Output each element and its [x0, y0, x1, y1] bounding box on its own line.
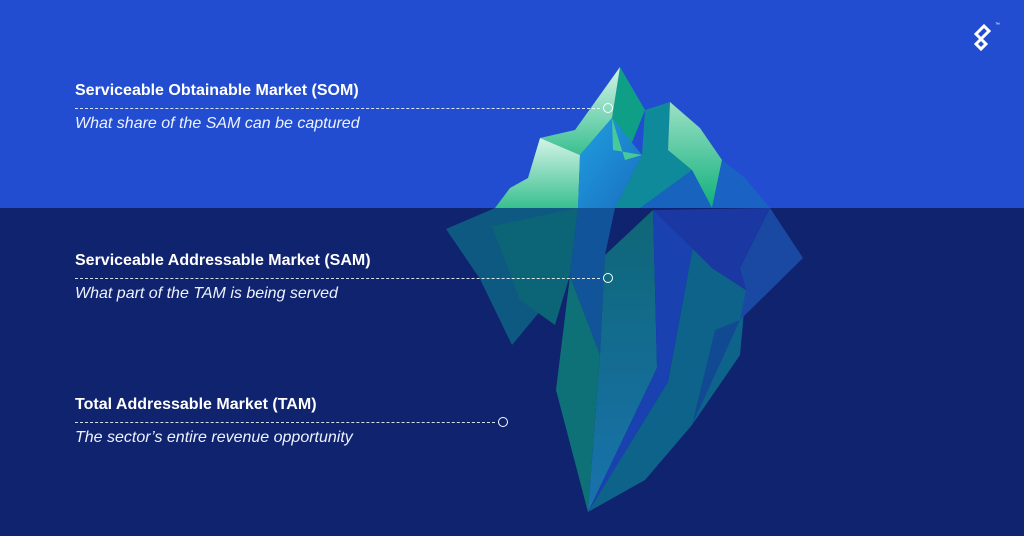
tam-title: Total Addressable Market (TAM): [75, 396, 317, 413]
som-title: Serviceable Obtainable Market (SOM): [75, 82, 359, 99]
sam-label: Serviceable Addressable Market (SAM) Wha…: [75, 252, 371, 303]
tam-marker-icon: [498, 417, 508, 427]
som-description: What share of the SAM can be captured: [75, 115, 360, 132]
som-leader-line: [75, 108, 600, 109]
sam-description: What part of the TAM is being served: [75, 285, 338, 302]
tam-description: The sector’s entire revenue opportunity: [75, 429, 353, 446]
sam-marker-icon: [603, 273, 613, 283]
sam-title: Serviceable Addressable Market (SAM): [75, 252, 371, 269]
som-marker-icon: [603, 103, 613, 113]
iceberg-tip: [495, 67, 770, 208]
sam-leader-line: [75, 278, 600, 279]
sky-background: [0, 0, 1024, 208]
tam-label: Total Addressable Market (TAM) The secto…: [75, 396, 353, 447]
trademark-symbol: ™: [995, 22, 1000, 28]
toptal-logo-icon: [973, 24, 992, 52]
som-label: Serviceable Obtainable Market (SOM) What…: [75, 82, 360, 133]
tam-leader-line: [75, 422, 495, 423]
iceberg-underwater: [446, 208, 803, 512]
